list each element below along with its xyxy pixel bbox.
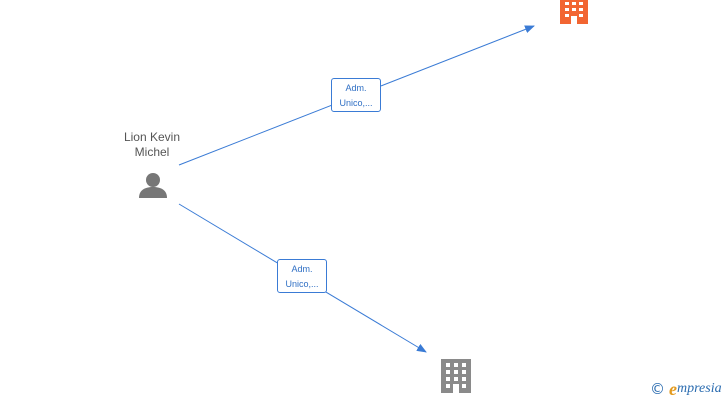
brand-name: mpresia: [677, 381, 722, 396]
brand-initial: e: [669, 378, 677, 399]
edge-label-line2: Unico,...: [339, 98, 373, 108]
building-icon[interactable]: [441, 359, 471, 393]
brand-logo: © e mpresia: [650, 379, 722, 399]
edge-label-line1: Adm.: [345, 83, 367, 93]
edge-label-line2: Unico,...: [285, 279, 319, 289]
edge-label-line1: Adm.: [291, 264, 313, 274]
edge-label-bottom[interactable]: Adm. Unico,...: [277, 259, 327, 293]
edge-label-top[interactable]: Adm. Unico,...: [331, 78, 381, 112]
copyright-symbol: ©: [650, 380, 665, 398]
person-icon[interactable]: [139, 173, 167, 198]
person-name-label[interactable]: Lion Kevin Michel: [123, 130, 181, 159]
building-icon[interactable]: [560, 0, 588, 24]
